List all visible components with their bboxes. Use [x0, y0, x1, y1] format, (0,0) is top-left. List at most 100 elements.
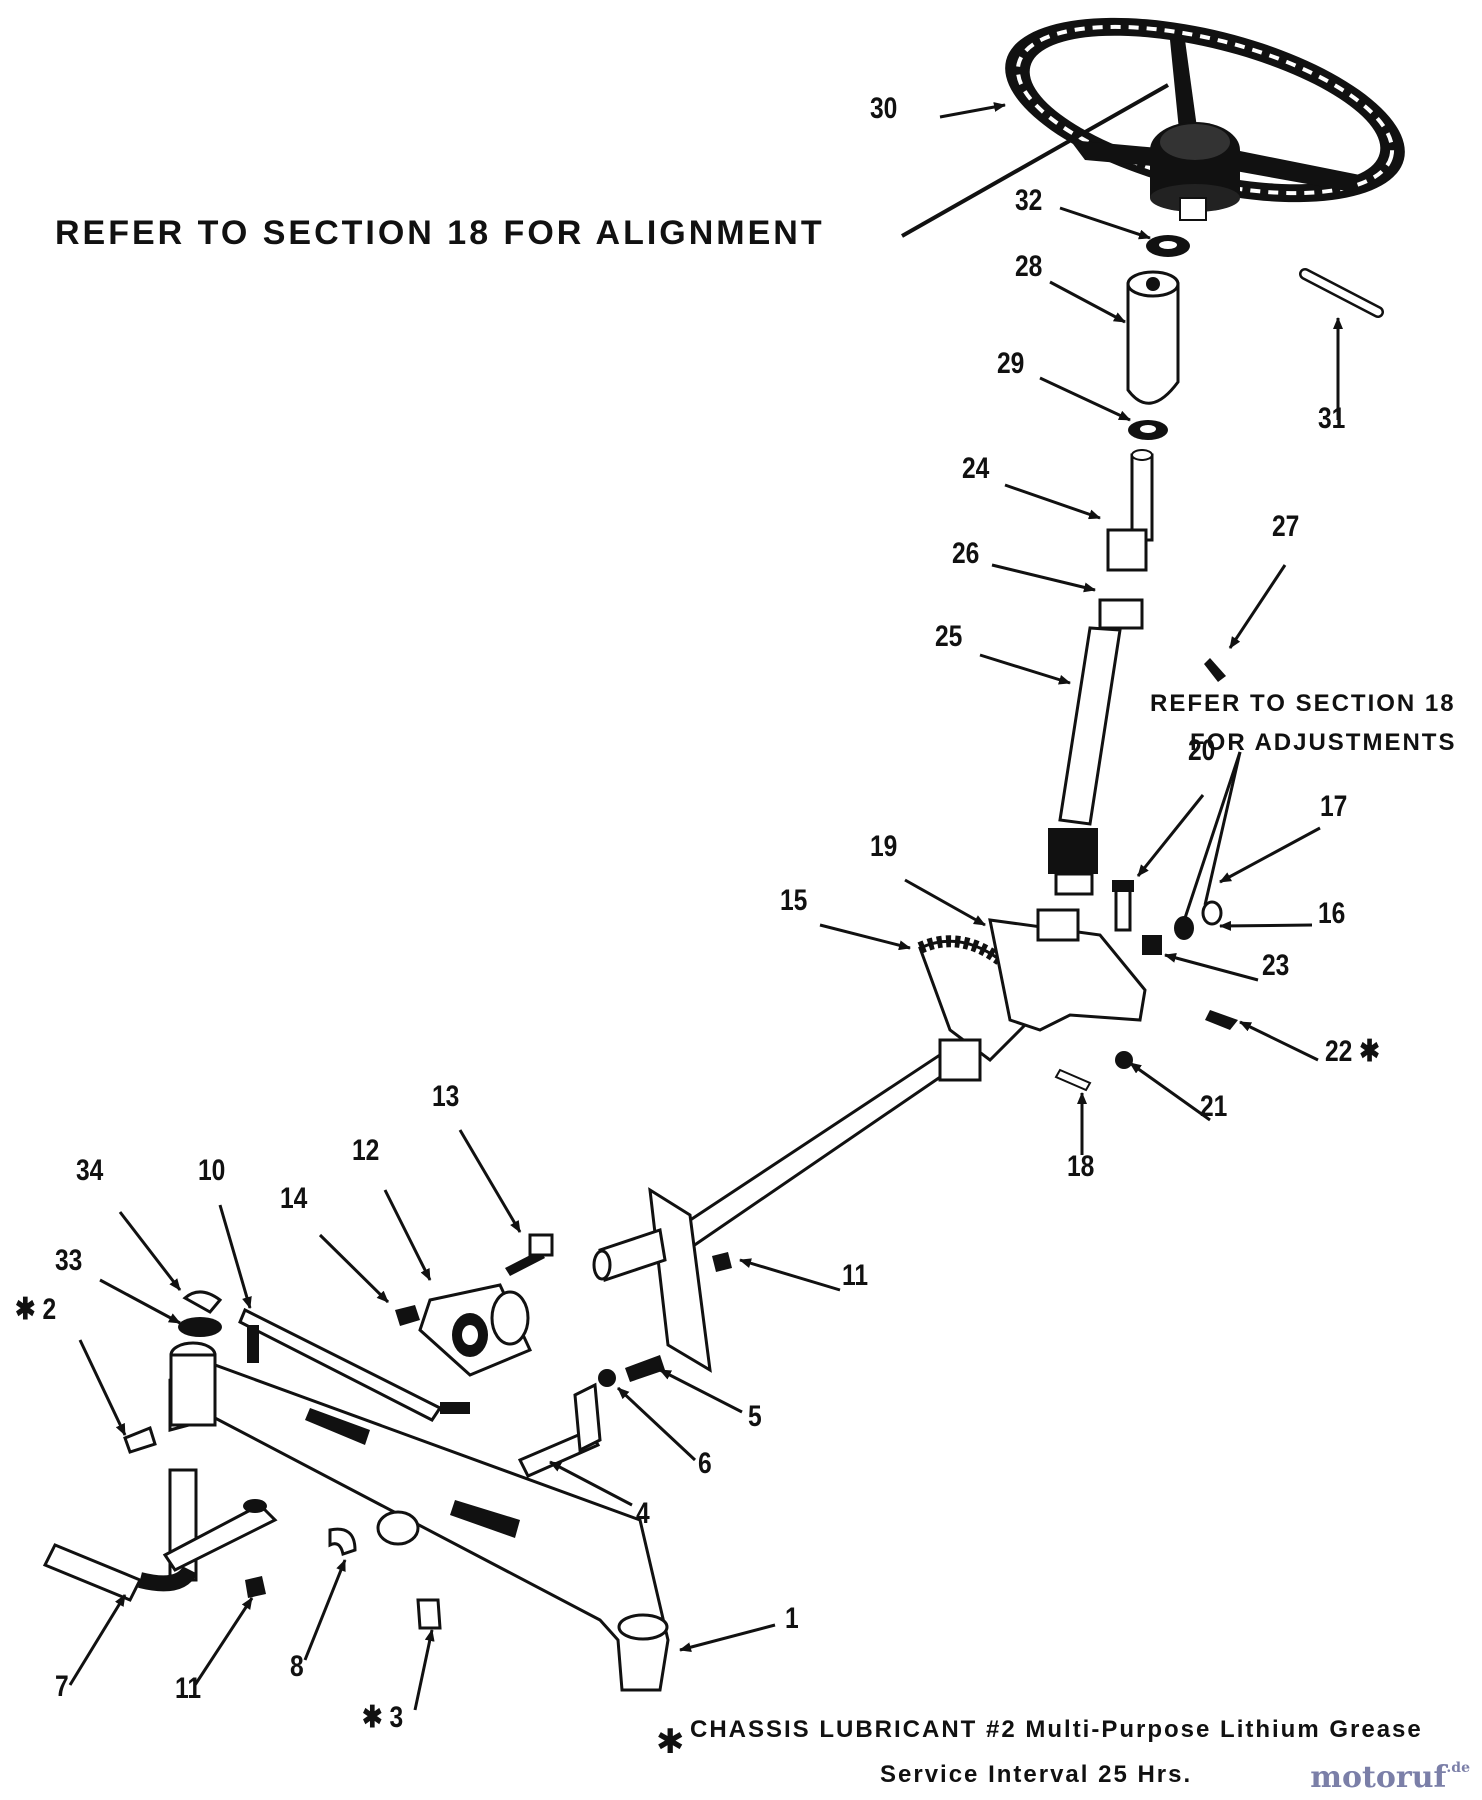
- callout-17: 17: [1320, 790, 1348, 823]
- set-screw: [1204, 658, 1226, 682]
- lubricant-star-icon: ✱: [656, 1722, 685, 1762]
- steering-shaft: [1048, 449, 1154, 896]
- adjust-leader-b: [1203, 751, 1242, 906]
- callout-26: 26: [952, 537, 980, 570]
- nut-11a: [712, 1252, 732, 1272]
- callout-4: 4: [636, 1497, 650, 1530]
- callout-arrow-17: [1219, 826, 1321, 884]
- callout-arrow-19: [904, 878, 986, 927]
- callout-12: 12: [352, 1134, 380, 1167]
- callout-arrow-27: [1228, 564, 1287, 649]
- callout-32: 32: [1015, 184, 1043, 217]
- callout-29: 29: [997, 347, 1025, 380]
- e-ring-8: [328, 1527, 357, 1556]
- callout-arrow-24: [1004, 483, 1101, 520]
- callout-5: 5: [748, 1400, 762, 1433]
- callout-arrow-3: [413, 1629, 435, 1711]
- steering-bracket: [988, 908, 1147, 1032]
- callout-30: 30: [870, 92, 898, 125]
- callout-8: 8: [290, 1650, 304, 1683]
- callout-arrow-32: [1059, 206, 1151, 240]
- flange-bearing: [418, 1283, 533, 1377]
- callout-21: 21: [1200, 1090, 1228, 1123]
- callout-15: 15: [780, 884, 808, 917]
- steering-cap: [1126, 270, 1180, 405]
- drag-link: [657, 1038, 982, 1257]
- bolt-13: [505, 1233, 554, 1276]
- adjustments-note-line2: FOR ADJUSTMENTS: [1190, 729, 1457, 756]
- service-interval-note: Service Interval 25 Hrs.: [880, 1761, 1193, 1788]
- grease-fitting-3: [416, 1598, 442, 1630]
- callout-arrow-5: [659, 1368, 743, 1414]
- callout-18: 18: [1067, 1150, 1095, 1183]
- alignment-note: REFER TO SECTION 18 FOR ALIGNMENT: [55, 214, 825, 252]
- callout-arrow-30: [939, 102, 1006, 119]
- callout-34: 34: [76, 1154, 104, 1187]
- washer-6: [598, 1369, 616, 1387]
- callout-11b: 11: [175, 1672, 202, 1705]
- roll-pin: [1299, 268, 1384, 318]
- washer-33: [178, 1317, 222, 1337]
- washer-32: [1146, 235, 1190, 257]
- callout-arrow-8: [303, 1559, 347, 1661]
- callout-arrow-11b: [193, 1597, 254, 1686]
- callout-24: 24: [962, 452, 990, 485]
- callout-arrow-34: [118, 1211, 182, 1291]
- adjust-leader-a: [1183, 751, 1242, 919]
- pivot-bracket: [592, 1187, 712, 1373]
- spindle: [42, 1468, 278, 1602]
- nut-11b: [245, 1576, 266, 1598]
- callout-20: 20: [1188, 734, 1216, 767]
- front-axle: [168, 1341, 670, 1692]
- washer-29: [1128, 420, 1168, 440]
- callout-arrow-6: [616, 1386, 697, 1462]
- lubricant-note: CHASSIS LUBRICANT #2 Multi-Purpose Lithi…: [690, 1716, 1423, 1743]
- callout-arrow-1: [679, 1623, 776, 1653]
- pivot-pin: [517, 1382, 602, 1478]
- nut-14: [395, 1305, 420, 1326]
- callout-arrow-14: [318, 1233, 390, 1304]
- callout-arrow-7: [68, 1594, 127, 1686]
- callout-23: 23: [1262, 949, 1290, 982]
- callout-28: 28: [1015, 250, 1043, 283]
- callout-arrow-20: [1136, 794, 1205, 877]
- callout-arrow-15: [819, 923, 911, 951]
- callout-arrow-12: [383, 1189, 432, 1281]
- callout-arrow-26: [991, 563, 1096, 593]
- alignment-leader: [901, 83, 1169, 238]
- callout-27: 27: [1272, 510, 1300, 543]
- callout-14: 14: [280, 1182, 308, 1215]
- watermark-logo: motoruf.de: [1310, 1760, 1470, 1795]
- tie-rod: [238, 1307, 470, 1422]
- callout-1: 1: [785, 1602, 799, 1635]
- hardware-group: [1054, 880, 1238, 1092]
- callout-22: 22 ✱: [1325, 1035, 1380, 1068]
- steering-wheel: [1005, 17, 1405, 221]
- callout-arrow-29: [1039, 376, 1131, 422]
- callout-arrow-2: [78, 1339, 127, 1436]
- callout-33: 33: [55, 1244, 83, 1277]
- callout-11a: 11: [842, 1259, 869, 1292]
- adjustments-note-line1: REFER TO SECTION 18: [1150, 690, 1456, 717]
- callout-arrow-33: [99, 1278, 181, 1325]
- callout-arrow-11a: [739, 1258, 841, 1292]
- callout-arrow-13: [458, 1129, 522, 1233]
- callout-13: 13: [432, 1080, 460, 1113]
- callout-7: 7: [55, 1670, 69, 1703]
- callout-16: 16: [1318, 897, 1346, 930]
- callout-arrow-4: [549, 1460, 633, 1507]
- callout-25: 25: [935, 620, 963, 653]
- callout-31: 31: [1318, 402, 1346, 435]
- callout-arrow-23: [1164, 953, 1259, 982]
- grease-fitting-2: [123, 1426, 157, 1454]
- callout-3: ✱ 3: [362, 1701, 404, 1734]
- callout-arrow-16: [1219, 920, 1313, 931]
- callout-arrows: [68, 102, 1343, 1711]
- callout-arrow-28: [1049, 280, 1126, 324]
- callout-arrow-21: [1129, 1061, 1211, 1122]
- callout-arrow-25: [979, 653, 1071, 685]
- callout-10: 10: [198, 1154, 226, 1187]
- hair-pin-34: [182, 1290, 223, 1314]
- callout-6: 6: [698, 1447, 712, 1480]
